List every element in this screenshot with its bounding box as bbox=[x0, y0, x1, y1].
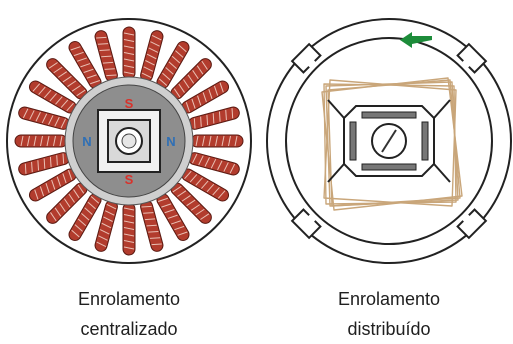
pole-label-right: N bbox=[166, 134, 175, 149]
stator-coil bbox=[170, 58, 212, 100]
stator-notch bbox=[456, 208, 488, 240]
pole-label-left: N bbox=[82, 134, 91, 149]
concentrated-winding-figure: S S N N Enrolamento centralizado bbox=[4, 0, 254, 343]
caption-left: Enrolamento centralizado bbox=[4, 284, 254, 344]
stator-notches bbox=[290, 42, 488, 240]
concentrated-winding-diagram: S S N N bbox=[6, 18, 252, 264]
stator-coil bbox=[28, 80, 77, 114]
stator-notch bbox=[290, 42, 322, 74]
rotor-spoke-sw bbox=[327, 163, 345, 183]
winding-loop bbox=[321, 77, 463, 211]
stator-coil bbox=[156, 193, 190, 242]
caption-left-line1: Enrolamento bbox=[77, 289, 181, 309]
stator-notch bbox=[290, 208, 322, 240]
stator-coil bbox=[122, 26, 136, 80]
shaft-key bbox=[381, 129, 397, 153]
magnet-top bbox=[361, 111, 417, 119]
stator-coil bbox=[46, 58, 88, 100]
stator-coil bbox=[14, 134, 68, 148]
pole-label-bottom: S bbox=[125, 172, 134, 187]
rotor-spoke-ne bbox=[433, 99, 451, 119]
stator-coil bbox=[190, 134, 244, 148]
distributed-coil-wires bbox=[321, 77, 463, 211]
magnet-right bbox=[421, 121, 429, 161]
caption-left-line2: centralizado bbox=[80, 319, 178, 339]
rotor-spoke-nw bbox=[327, 99, 345, 119]
stator-coil bbox=[18, 106, 70, 130]
stator-coil bbox=[122, 202, 136, 256]
magnet-bottom bbox=[361, 163, 417, 171]
rotor-assembly bbox=[327, 99, 451, 183]
winding-loop bbox=[323, 83, 457, 205]
shaft-center bbox=[121, 133, 137, 149]
caption-right-line1: Enrolamento bbox=[337, 289, 441, 309]
caption-right-line2: distribuído bbox=[347, 319, 431, 339]
stator-coil bbox=[94, 30, 118, 82]
distributed-winding-diagram bbox=[266, 18, 512, 264]
stator-inner-ring bbox=[285, 37, 493, 245]
rotation-arrow-icon bbox=[400, 32, 432, 48]
pole-label-top: S bbox=[125, 96, 134, 111]
rotor-spoke-se bbox=[433, 163, 451, 183]
stator-coil bbox=[140, 200, 164, 252]
stator-coil bbox=[140, 30, 164, 82]
winding-loop bbox=[327, 79, 461, 207]
magnet-left bbox=[349, 121, 357, 161]
stator-notch bbox=[456, 42, 488, 74]
winding-loop bbox=[323, 79, 457, 207]
distributed-winding-figure: Enrolamento distribuído bbox=[264, 0, 513, 343]
caption-right: Enrolamento distribuído bbox=[264, 284, 513, 344]
